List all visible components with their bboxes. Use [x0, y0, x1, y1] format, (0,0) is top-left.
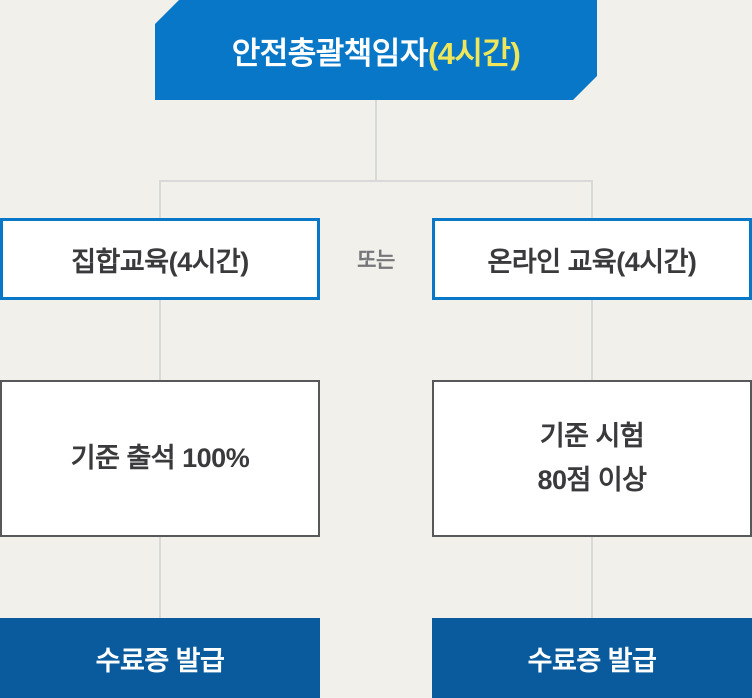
certificate-right-label: 수료증 발급 — [527, 645, 657, 676]
connector-right-bottom — [591, 537, 593, 618]
root-node-hours: (4시간) — [427, 35, 521, 71]
certificate-left-label: 수료증 발급 — [95, 645, 225, 676]
node-certificate-right: 수료증 발급 — [432, 618, 752, 698]
connector-root-down — [375, 100, 377, 182]
connector-horizontal — [159, 180, 593, 182]
root-node-title: 안전총괄책임자 — [231, 35, 428, 71]
connector-right-middle — [591, 300, 593, 380]
or-label: 또는 — [357, 249, 395, 272]
node-online-training: 온라인 교육(4시간) — [432, 218, 752, 300]
exam-criteria-line2: 80점 이상 — [537, 464, 647, 495]
node-safety-general-manager: 안전총괄책임자(4시간) — [155, 0, 597, 100]
offline-training-label: 집합교육(4시간) — [71, 246, 249, 277]
node-attendance-criteria: 기준 출석 100% — [0, 380, 320, 537]
connector-left-bottom — [159, 537, 161, 618]
node-certificate-left: 수료증 발급 — [0, 618, 320, 698]
connector-right-drop — [591, 180, 593, 218]
node-offline-training: 집합교육(4시간) — [0, 218, 320, 300]
attendance-criteria-label: 기준 출석 100% — [70, 442, 250, 473]
exam-criteria-line1: 기준 시험 — [539, 420, 645, 451]
connector-left-drop — [159, 180, 161, 218]
online-training-label: 온라인 교육(4시간) — [487, 246, 697, 277]
connector-left-middle — [159, 300, 161, 380]
node-exam-criteria: 기준 시험 80점 이상 — [432, 380, 752, 537]
